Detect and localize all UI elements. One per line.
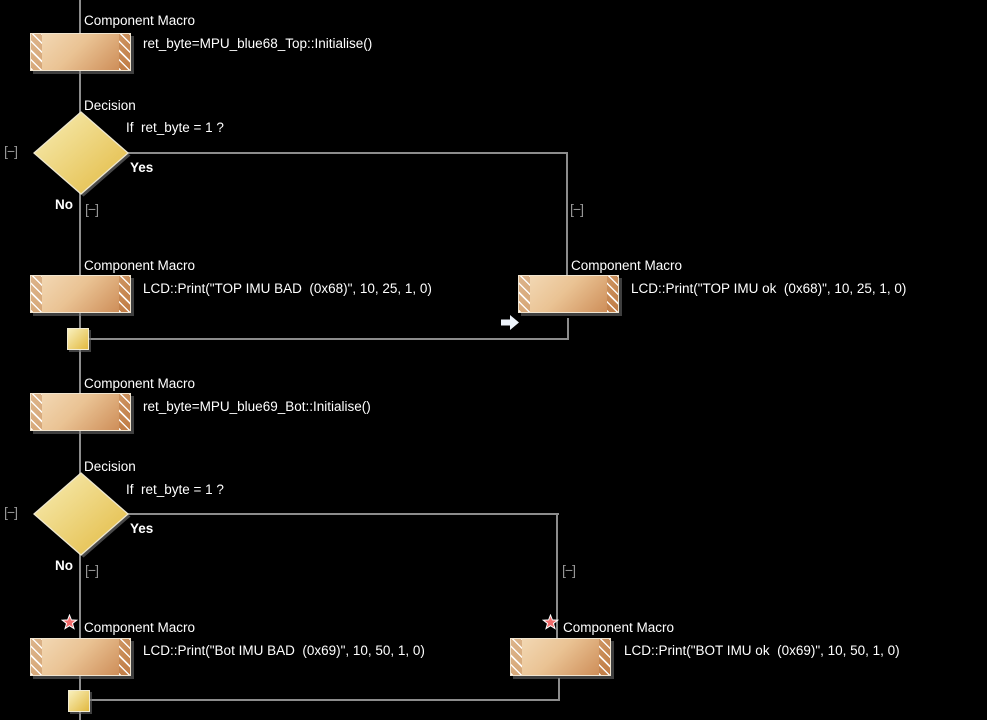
connection-point-square[interactable] <box>67 328 89 350</box>
no-branch-label: No <box>55 558 73 573</box>
node-type-label: Component Macro <box>84 13 196 28</box>
breakpoint-star-icon <box>61 614 78 630</box>
collapse-toggle-icon[interactable]: [−] <box>4 143 18 159</box>
trunk-line <box>79 0 81 720</box>
collapse-toggle-icon[interactable]: [−] <box>570 201 584 217</box>
node-type-label: Decision <box>84 98 136 113</box>
macro-call-text: LCD::Print("BOT IMU ok (0x69)", 10, 50, … <box>624 643 900 658</box>
collapse-toggle-icon[interactable]: [−] <box>85 562 99 578</box>
merge-bot-hline <box>89 699 560 701</box>
component-macro-box-init-bot[interactable] <box>30 393 131 431</box>
macro-call-text: LCD::Print("TOP IMU BAD (0x68)", 10, 25,… <box>143 281 432 296</box>
macro-call-text: LCD::Print("TOP IMU ok (0x68)", 10, 25, … <box>631 281 907 296</box>
collapse-toggle-icon[interactable]: [−] <box>85 201 99 217</box>
component-macro-box-top-ok[interactable] <box>518 275 619 313</box>
node-type-label: Component Macro <box>84 376 196 391</box>
node-type-label: Component Macro <box>563 620 675 635</box>
insertion-point-arrow-icon <box>501 315 519 330</box>
component-macro-box-top-bad[interactable] <box>30 275 131 313</box>
diamond-shape[interactable] <box>33 472 129 556</box>
node-type-label: Component Macro <box>571 258 683 273</box>
decision-diamond-bot[interactable] <box>27 467 135 562</box>
decision-condition-text: If ret_byte = 1 ? <box>126 120 224 135</box>
node-type-label: Decision <box>84 459 136 474</box>
breakpoint-star-icon <box>542 614 559 630</box>
yes-branch-top-vline <box>566 152 568 276</box>
macro-call-text: ret_byte=MPU_blue68_Top::Initialise() <box>143 36 373 51</box>
macro-call-text: LCD::Print("Bot IMU BAD (0x69)", 10, 50,… <box>143 643 425 658</box>
diamond-shape[interactable] <box>33 111 129 195</box>
connection-point-square[interactable] <box>68 690 90 712</box>
collapse-toggle-icon[interactable]: [−] <box>4 504 18 520</box>
node-type-label: Component Macro <box>84 620 196 635</box>
decision-diamond-top[interactable] <box>27 106 135 201</box>
merge-top-hline <box>89 338 569 340</box>
merge-top-vline <box>567 318 569 340</box>
yes-branch-top-hline <box>128 152 567 154</box>
merge-bot-vline <box>558 678 560 701</box>
node-type-label: Component Macro <box>84 258 196 273</box>
macro-call-text: ret_byte=MPU_blue69_Bot::Initialise() <box>143 399 371 414</box>
yes-branch-bot-vline <box>556 513 558 639</box>
yes-branch-label: Yes <box>130 160 154 175</box>
component-macro-box-bot-bad[interactable] <box>30 638 131 676</box>
component-macro-box-init-top[interactable] <box>30 33 131 71</box>
no-branch-label: No <box>55 197 73 212</box>
component-macro-box-bot-ok[interactable] <box>510 638 611 676</box>
yes-branch-bot-hline <box>128 513 559 515</box>
yes-branch-label: Yes <box>130 521 154 536</box>
collapse-toggle-icon[interactable]: [−] <box>562 562 576 578</box>
decision-condition-text: If ret_byte = 1 ? <box>126 482 224 497</box>
